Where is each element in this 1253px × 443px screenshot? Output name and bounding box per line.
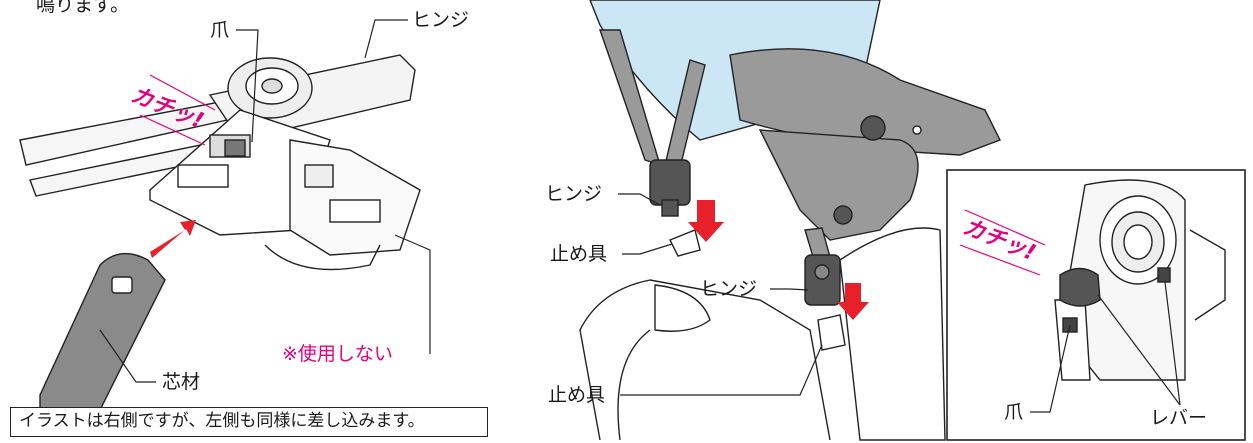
leader-lever-a (1097, 294, 1181, 406)
leader-core (99, 329, 156, 383)
note-box: イラストは右側ですが、左側も同様に差し込みます。 (10, 407, 488, 437)
leader-not-used (394, 234, 431, 354)
down-arrow-1 (688, 200, 724, 242)
inset-illustration (1054, 179, 1226, 381)
insert-arrow (150, 220, 196, 258)
helmet-illustration (579, 0, 1001, 441)
top-text: 鳴ります。 (36, 0, 130, 16)
click-lines-left (139, 74, 216, 146)
leader-hinge-1 (618, 193, 661, 206)
leader-lever-b (1164, 281, 1181, 406)
label-stopper-1: 止め具 (550, 243, 608, 265)
left-hinge-illustration (19, 54, 421, 421)
click-lines-inset (959, 209, 1046, 276)
label-lever: レバー (1150, 407, 1208, 429)
down-arrow-2 (837, 283, 869, 320)
label-inset-claw: 爪 (1004, 401, 1024, 423)
leader-stopper-2 (620, 344, 823, 396)
label-core: 芯材 (162, 371, 201, 393)
leader-hinge-2 (770, 288, 809, 291)
leader-stopper-1 (622, 243, 673, 255)
leader-claw (236, 29, 259, 143)
label-hinge-2: ヒンジ (700, 278, 758, 300)
label-hinge-1: ヒンジ (545, 183, 603, 205)
label-stopper-2: 止め具 (548, 384, 606, 406)
label-claw: 爪 (210, 19, 230, 41)
leader-hinge (364, 19, 408, 59)
label-hinge: ヒンジ (412, 9, 470, 31)
leader-inset-claw (1030, 324, 1071, 413)
label-not-used: ※使用しない (282, 343, 393, 365)
